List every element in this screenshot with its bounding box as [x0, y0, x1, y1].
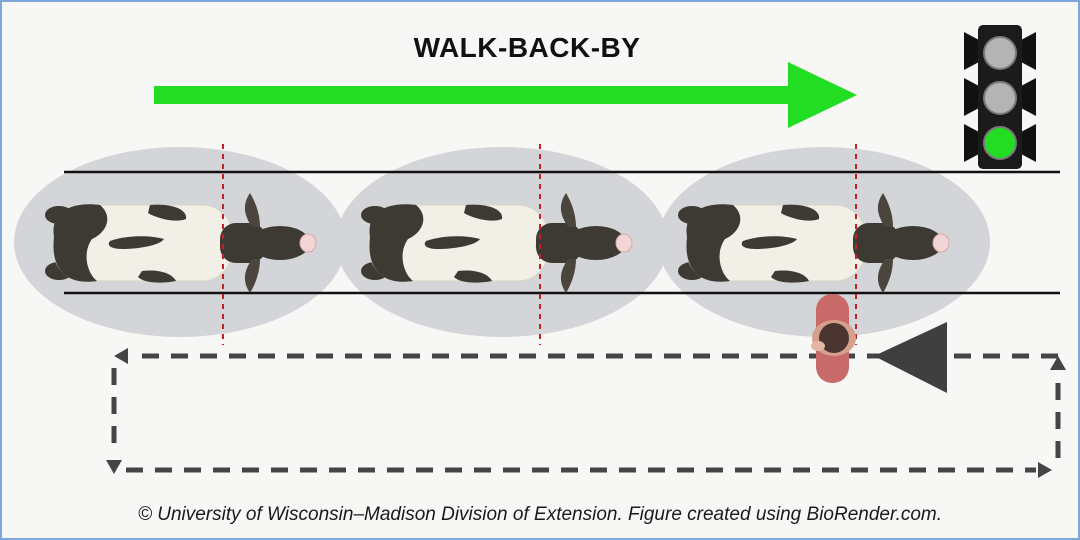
balance-point-lines	[222, 144, 857, 345]
light-off-middle	[983, 81, 1017, 115]
handler-figure	[811, 294, 856, 383]
light-off-top	[983, 36, 1017, 70]
traffic-light-icon	[964, 25, 1036, 169]
direction-arrow	[154, 62, 857, 128]
cow-group	[44, 192, 950, 294]
diagram-title: WALK-BACK-BY	[413, 32, 641, 63]
light-green-on	[983, 126, 1017, 160]
credit-line: © University of Wisconsin–Madison Divisi…	[137, 504, 943, 525]
handler-direction-triangle	[874, 322, 947, 393]
